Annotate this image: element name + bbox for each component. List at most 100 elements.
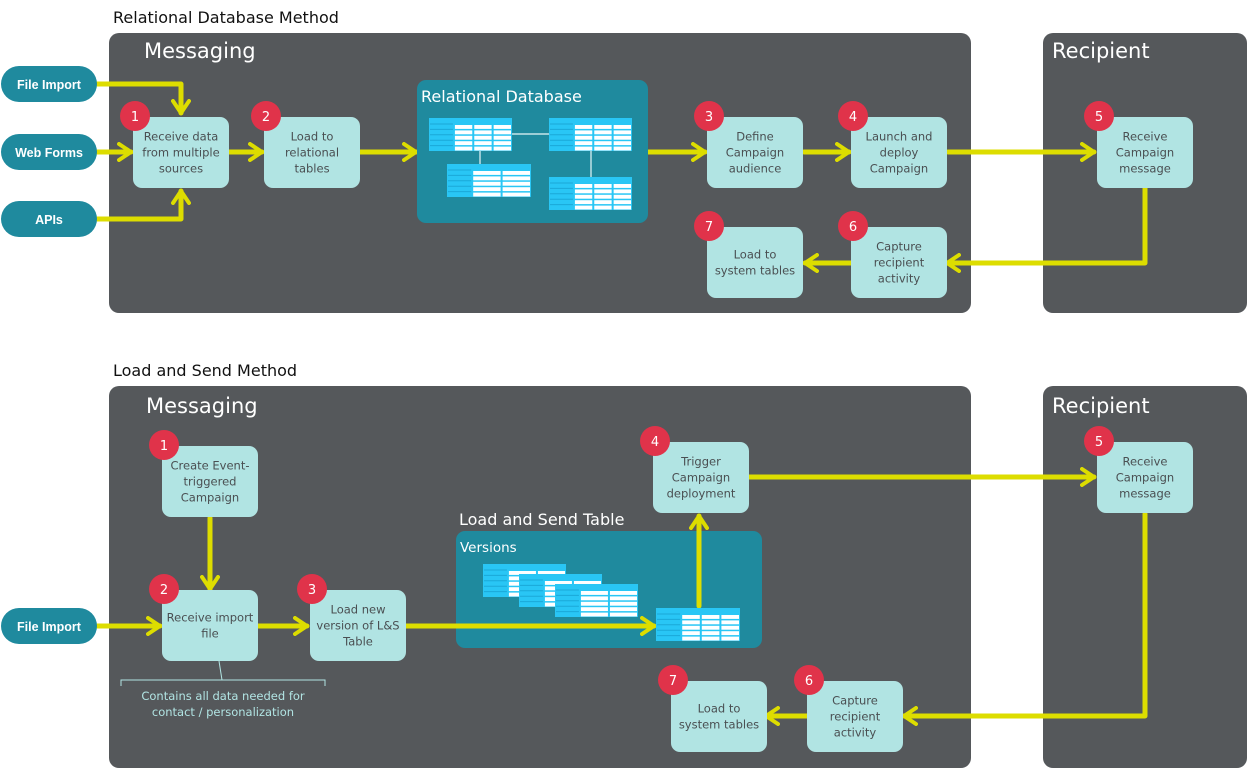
table-cell (454, 125, 473, 129)
step-label-line: Launch and (866, 130, 933, 144)
recipient-title-load-send: Recipient (1052, 394, 1150, 418)
table-cell (594, 125, 612, 129)
table-cell (473, 181, 501, 186)
table-cell (701, 636, 720, 641)
step-label-line: Define (736, 130, 774, 144)
source-label: File Import (17, 78, 82, 92)
table-cell (573, 581, 601, 585)
step-number-badge (251, 101, 281, 131)
step-box (162, 446, 258, 517)
step-number: 1 (131, 110, 139, 125)
table-cell (682, 636, 700, 641)
table-cell (473, 187, 501, 192)
step-label-line: message (1119, 162, 1171, 176)
table-cell (574, 135, 593, 140)
step-label-line: message (1119, 487, 1171, 501)
table-cell (473, 176, 501, 181)
step-label-line: Campaign (1116, 471, 1174, 485)
flow-arrows-load-send (94, 467, 1148, 726)
table-cell (682, 615, 700, 619)
step-label-line: Receive import (167, 611, 254, 625)
table-cell (474, 146, 492, 151)
step-label-line: system tables (679, 718, 759, 732)
db-table-icon (549, 177, 632, 210)
versions-label: Versions (460, 540, 517, 556)
table-cell (594, 130, 612, 135)
table-cell (609, 601, 637, 606)
step-label-line: recipient (830, 710, 881, 724)
step-label-line: from multiple (142, 146, 219, 160)
table-cell (701, 631, 720, 636)
note-line: contact / personalization (152, 705, 294, 719)
step-box (1097, 117, 1193, 188)
db-table-icon (429, 118, 512, 151)
table-cell (474, 130, 492, 135)
step-label-line: Capture (876, 240, 922, 254)
version-table-icon (555, 584, 638, 617)
section-title-load-send: Load and Send Method (113, 361, 297, 380)
step-label-line: Load to (734, 248, 777, 262)
table-cell (493, 146, 511, 151)
table-cell (580, 596, 608, 601)
source-web-forms: Web Forms (1, 134, 97, 170)
table-cell (502, 181, 530, 186)
source-label: APIs (35, 213, 63, 227)
step-label-line: Receive (1122, 130, 1167, 144)
step-label-line: Receive (1122, 455, 1167, 469)
table-cell (493, 130, 511, 135)
table-cell (574, 194, 593, 199)
step-number-badge (1084, 426, 1114, 456)
table-cell (701, 625, 720, 630)
step-number-badge (149, 574, 179, 604)
table-cell (682, 631, 700, 636)
step-label-line: tables (294, 162, 329, 176)
recipient-title-relational: Recipient (1052, 39, 1150, 63)
table-cell (454, 135, 473, 140)
step-box (707, 227, 803, 298)
table-cell (594, 200, 612, 205)
table-cell (454, 141, 473, 146)
table-cell (574, 189, 593, 194)
table-cell (574, 146, 593, 151)
import-file-note: Contains all data needed for contact / p… (120, 660, 326, 719)
step-label-line: Campaign (726, 146, 784, 160)
step-box (162, 590, 258, 661)
step-label-line: deployment (667, 487, 736, 501)
step-label-line: recipient (874, 256, 925, 270)
db-table-icon (549, 118, 632, 151)
source-apis: APIs (1, 201, 97, 237)
load-send-table-title: Load and Send Table (459, 510, 624, 529)
table-cell (574, 130, 593, 135)
step-box (310, 590, 406, 661)
step-number-badge (120, 101, 150, 131)
table-cell (473, 171, 501, 175)
step-label-line: Campaign (181, 491, 239, 505)
table-cell (502, 187, 530, 192)
table-cell (502, 192, 530, 197)
section-title-relational: Relational Database Method (113, 8, 339, 27)
table-cell (613, 125, 631, 129)
table-cell (613, 184, 631, 188)
table-cell (544, 581, 572, 585)
step-box (671, 681, 767, 752)
step-box (264, 117, 360, 188)
table-cell (574, 141, 593, 146)
source-file-import-relational: File Import (1, 66, 97, 102)
step-box (851, 227, 947, 298)
step-number-badge (658, 665, 688, 695)
table-cell (580, 612, 608, 617)
step-label-line: version of L&S (316, 619, 399, 633)
table-cell (574, 200, 593, 205)
table-cell (594, 135, 612, 140)
table-cell (701, 615, 720, 619)
step-label-line: activity (878, 272, 921, 286)
table-cell (613, 194, 631, 199)
